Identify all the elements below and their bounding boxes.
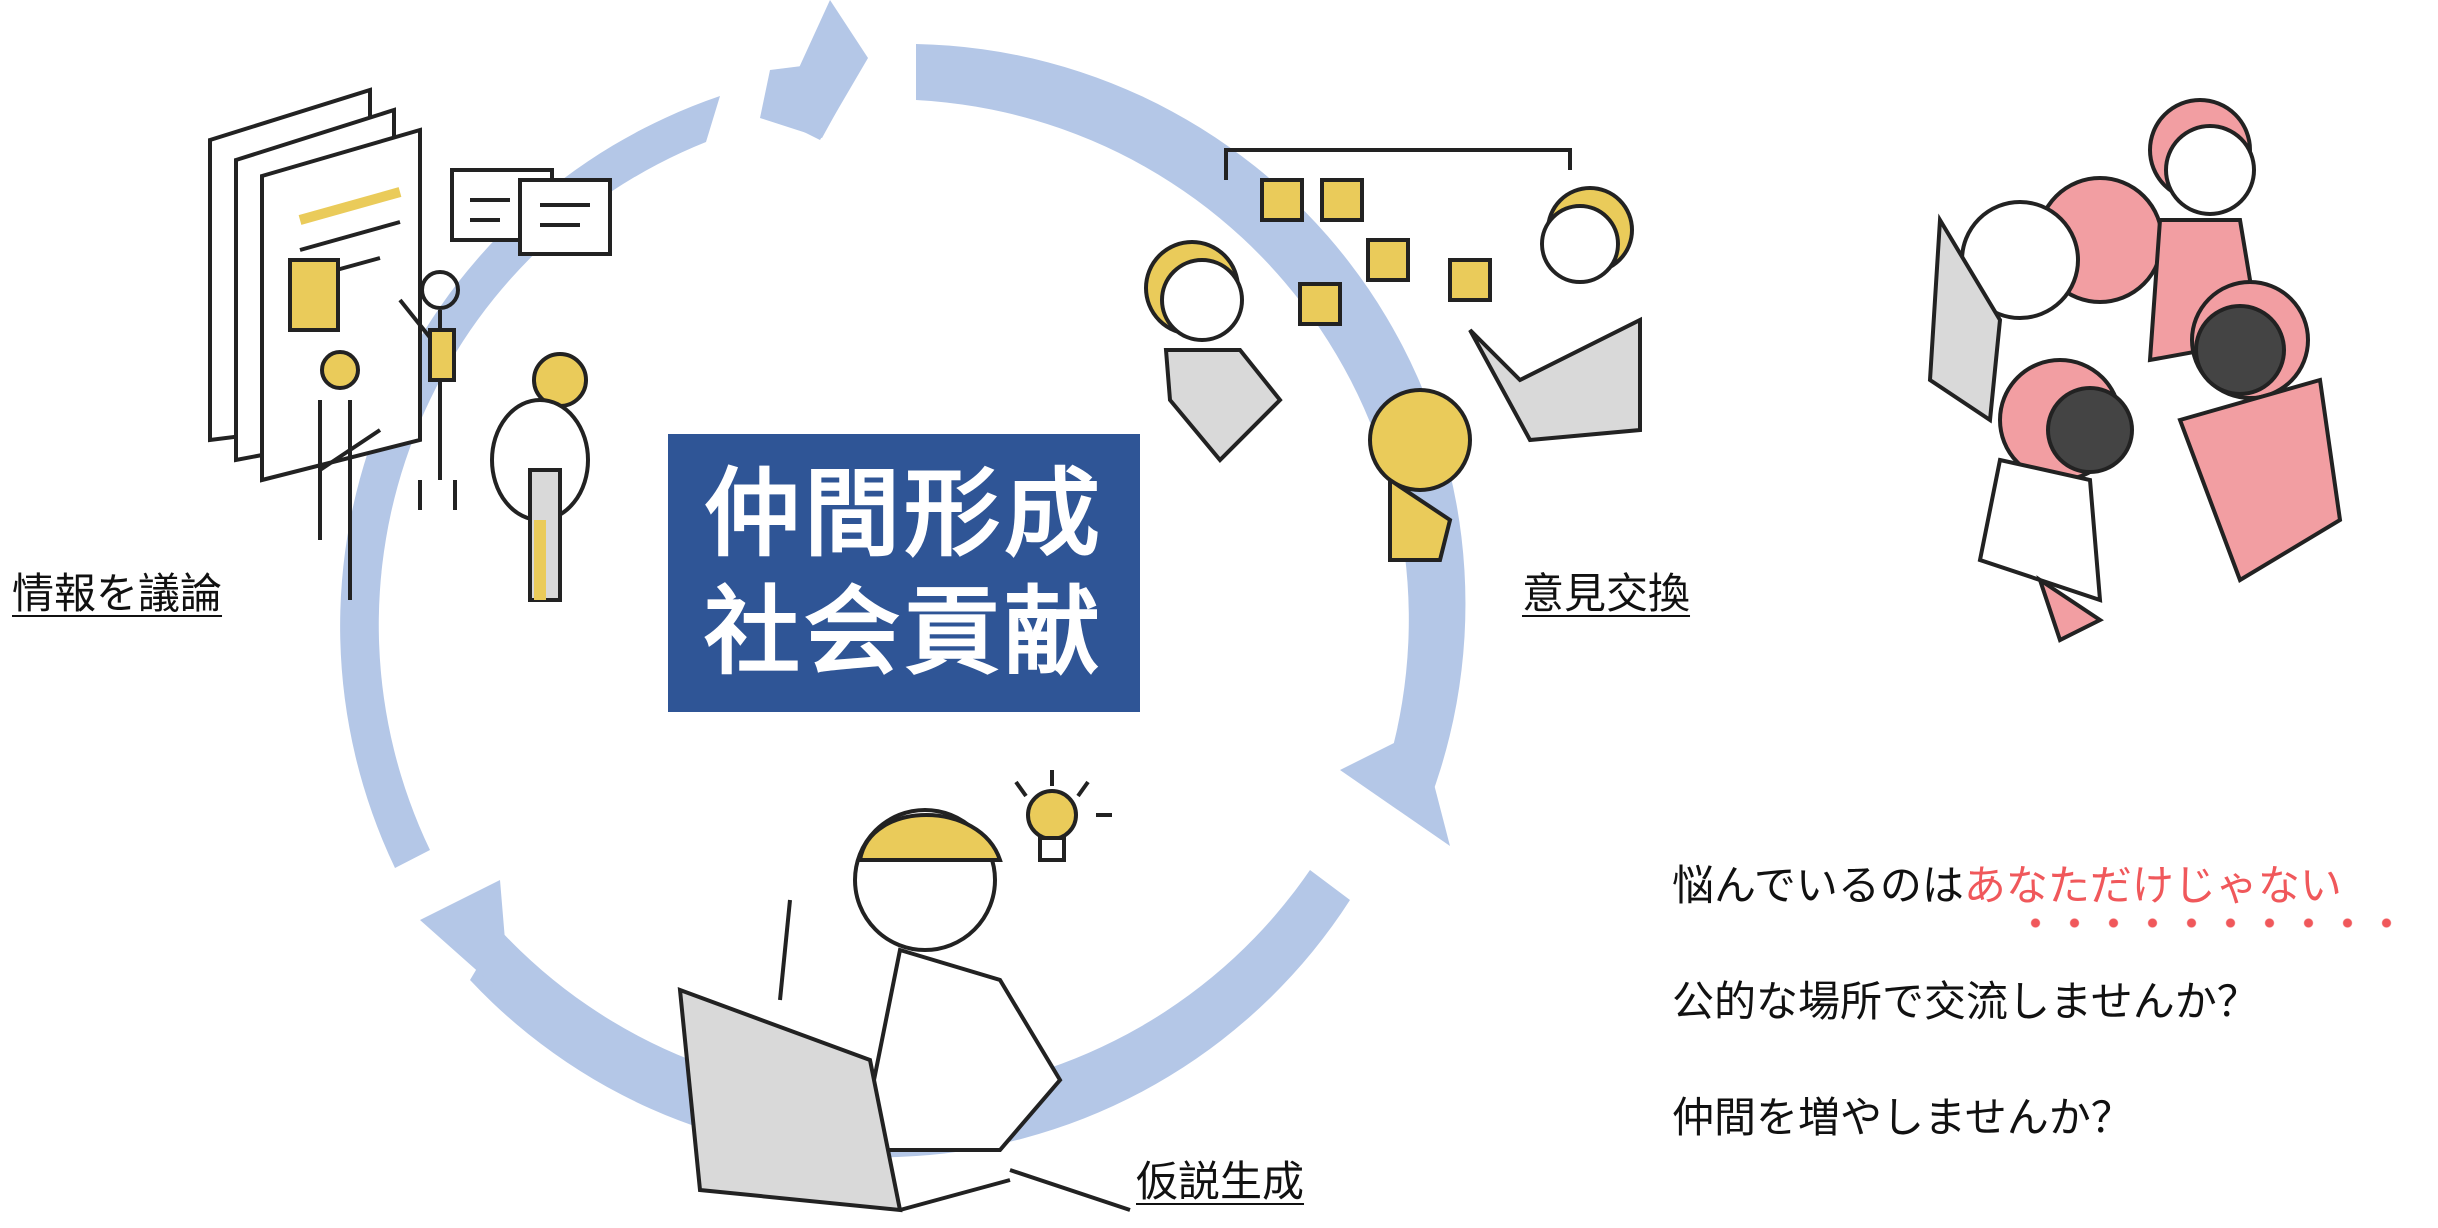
- message-line-1-highlight: あなただけじゃない: [1963, 861, 2342, 910]
- sticky-notes-illustration: [1144, 148, 1642, 562]
- center-title-line2: 社会貢献: [704, 576, 1104, 688]
- message-line-1-prefix: 悩んでいるのは: [1672, 861, 1964, 910]
- laptop-idea-illustration: [677, 770, 1131, 1213]
- speech-bubble-icon: [450, 168, 612, 256]
- message-line-1: 悩んでいるのはあなただけじゃない: [1672, 852, 2342, 913]
- highlight-dots: [2016, 918, 2406, 928]
- stage-label-exchange: 意見交換: [1522, 569, 1691, 618]
- center-title-line1: 仲間形成: [704, 458, 1104, 570]
- message-line-3: 仲間を増やしませんか？: [1672, 1093, 2133, 1142]
- message-line-2: 公的な場所で交流しませんか？: [1672, 977, 2259, 1026]
- stage-label-hypothesis: 仮説生成: [1136, 1157, 1305, 1206]
- people-circle-illustration: [1927, 98, 2343, 643]
- lightbulb-icon: [1014, 770, 1112, 862]
- stage-label-discuss: 情報を議論: [12, 569, 223, 618]
- center-title-box: 仲間形成 社会貢献: [668, 434, 1140, 712]
- discussion-illustration: [208, 87, 612, 602]
